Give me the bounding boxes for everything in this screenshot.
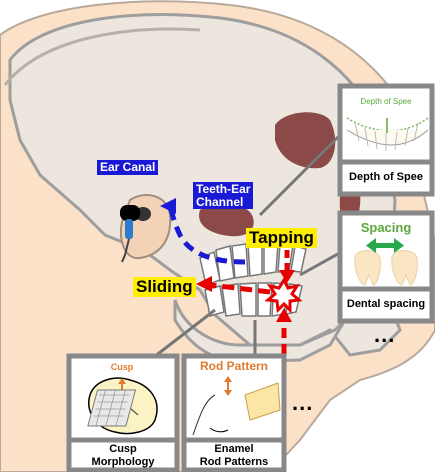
teeth-ear-channel-label: Teeth-Ear Channel bbox=[193, 182, 253, 209]
ear-canal-label: Ear Canal bbox=[97, 160, 158, 175]
more-right-ellipsis: ... bbox=[374, 322, 395, 348]
spacing-caption: Dental spacing bbox=[343, 291, 429, 319]
more-bottom-ellipsis: ... bbox=[292, 390, 313, 416]
rod-pattern-inner-label: Rod Pattern bbox=[186, 359, 282, 373]
tapping-label: Tapping bbox=[246, 228, 317, 248]
spacing-inner-label: Spacing bbox=[340, 220, 432, 235]
cusp-inner-label: Cusp bbox=[102, 362, 142, 372]
cusp-caption: Cusp Morphology bbox=[72, 442, 174, 470]
sliding-label: Sliding bbox=[133, 277, 196, 297]
rod-pattern-caption: Enamel Rod Patterns bbox=[187, 442, 281, 470]
depth-of-spee-caption: Depth of Spee bbox=[343, 164, 429, 192]
depth-of-spee-inner-label: Depth of Spee bbox=[340, 97, 432, 106]
